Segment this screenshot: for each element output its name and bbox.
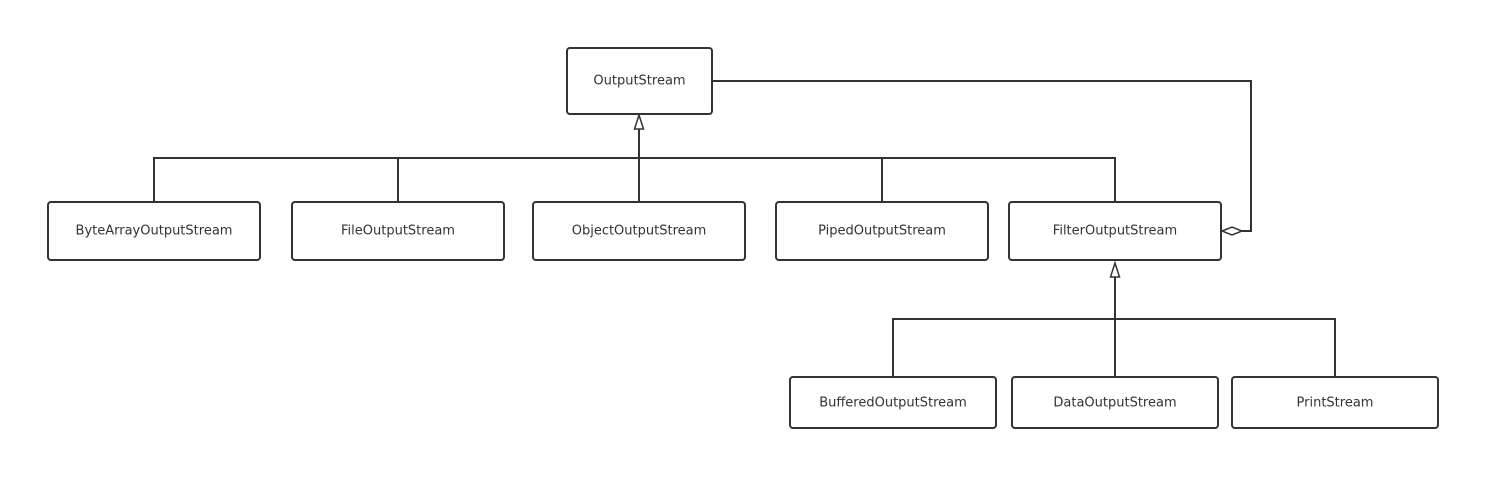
class-label-pipedoutputstream: PipedOutputStream [818,224,946,239]
class-label-bytearrayoutputstream: ByteArrayOutputStream [76,224,233,239]
inheritance-arrowhead-outputstream [633,112,645,130]
class-label-dataoutputstream: DataOutputStream [1053,396,1176,411]
class-dataoutputstream[interactable]: DataOutputStream [1011,376,1219,429]
class-label-filteroutputstream: FilterOutputStream [1053,224,1177,239]
inheritance-arrowhead-filter [1109,260,1121,278]
class-fileoutputstream[interactable]: FileOutputStream [291,201,505,261]
connector-bytearray [153,157,639,202]
class-filteroutputstream[interactable]: FilterOutputStream [1008,201,1222,261]
aggregation-connector [712,80,1252,232]
inheritance-connectors-filter [892,272,1336,377]
class-printstream[interactable]: PrintStream [1231,376,1439,429]
class-label-outputstream: OutputStream [593,74,685,89]
class-objectoutputstream[interactable]: ObjectOutputStream [532,201,746,261]
aggregation-diamond [1219,226,1245,236]
class-label-printstream: PrintStream [1297,396,1374,411]
class-label-bufferedoutputstream: BufferedOutputStream [819,396,967,411]
inheritance-connectors-outputstream [153,124,1116,202]
class-bytearrayoutputstream[interactable]: ByteArrayOutputStream [47,201,261,261]
connector-filter [639,157,1116,202]
class-pipedoutputstream[interactable]: PipedOutputStream [775,201,989,261]
class-label-objectoutputstream: ObjectOutputStream [572,224,707,239]
class-outputstream[interactable]: OutputStream [566,47,713,115]
class-label-fileoutputstream: FileOutputStream [341,224,455,239]
class-bufferedoutputstream[interactable]: BufferedOutputStream [789,376,997,429]
